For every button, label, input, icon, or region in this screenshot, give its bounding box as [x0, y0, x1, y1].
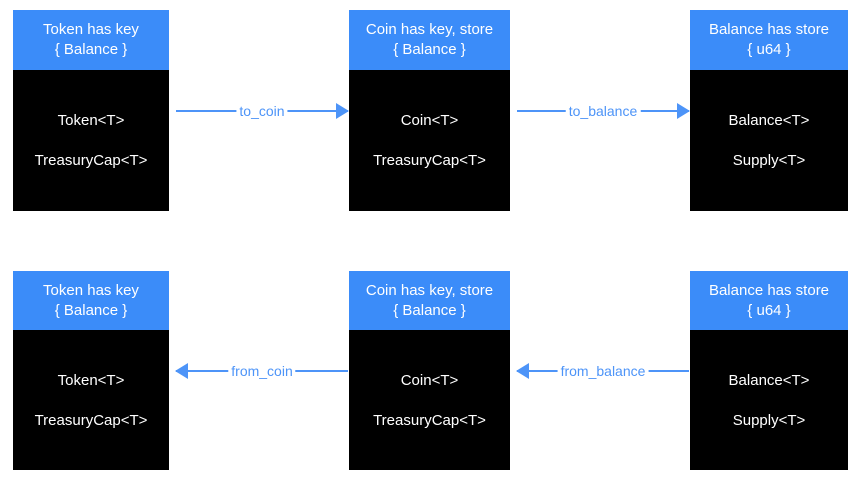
- edge-label-from-coin: from_coin: [228, 359, 296, 383]
- node-body-line-2: Supply<T>: [732, 152, 806, 169]
- node-header-coin-bottom: Coin has key, store { Balance }: [349, 271, 510, 330]
- node-header-line-2: { u64 }: [747, 41, 791, 58]
- node-header-coin-top: Coin has key, store { Balance }: [349, 10, 510, 70]
- node-body-line-2: Supply<T>: [732, 412, 806, 429]
- node-header-line-1: Token has key: [43, 21, 139, 38]
- node-header-balance-top: Balance has store { u64 }: [690, 10, 848, 70]
- node-header-line-2: { Balance }: [54, 301, 128, 319]
- node-header-line-2: { Balance }: [54, 41, 128, 58]
- node-body-balance-bottom: Balance<T> Supply<T>: [690, 330, 848, 470]
- arrow-left-icon: [175, 363, 188, 379]
- node-header-line-1: Token has key: [43, 281, 139, 299]
- node-header-line-1: Balance has store: [708, 21, 830, 38]
- node-body-line-1: Token<T>: [57, 372, 125, 389]
- node-body-token-top: Token<T> TreasuryCap<T>: [13, 70, 169, 211]
- node-header-line-1: Coin has key, store: [365, 21, 494, 38]
- node-body-line-1: Balance<T>: [728, 372, 810, 389]
- edge-label-to-coin: to_coin: [236, 99, 288, 123]
- node-header-line-2: { u64 }: [747, 301, 791, 319]
- node-header-line-1: Balance has store: [708, 281, 830, 299]
- node-balance-top[interactable]: Balance has store { u64 } Balance<T> Sup…: [690, 10, 848, 211]
- node-body-line-1: Coin<T>: [400, 112, 459, 129]
- node-token-bottom[interactable]: Token has key { Balance } Token<T> Treas…: [13, 271, 169, 470]
- node-coin-bottom[interactable]: Coin has key, store { Balance } Coin<T> …: [349, 271, 510, 470]
- edge-label-from-balance: from_balance: [557, 359, 649, 383]
- node-header-line-2: { Balance }: [393, 301, 466, 319]
- edge-to-coin: to_coin: [176, 99, 349, 123]
- node-body-line-2: TreasuryCap<T>: [34, 152, 148, 169]
- node-body-line-2: TreasuryCap<T>: [373, 412, 486, 429]
- node-body-line-1: Balance<T>: [728, 112, 810, 129]
- node-header-balance-bottom: Balance has store { u64 }: [690, 271, 848, 330]
- node-body-balance-top: Balance<T> Supply<T>: [690, 70, 848, 211]
- node-body-line-1: Coin<T>: [400, 372, 459, 389]
- node-body-token-bottom: Token<T> TreasuryCap<T>: [13, 330, 169, 470]
- node-coin-top[interactable]: Coin has key, store { Balance } Coin<T> …: [349, 10, 510, 211]
- arrow-right-icon: [336, 103, 349, 119]
- node-header-token-bottom: Token has key { Balance }: [13, 271, 169, 330]
- node-header-line-2: { Balance }: [393, 41, 466, 58]
- node-token-top[interactable]: Token has key { Balance } Token<T> Treas…: [13, 10, 169, 211]
- node-balance-bottom[interactable]: Balance has store { u64 } Balance<T> Sup…: [690, 271, 848, 470]
- node-header-line-1: Coin has key, store: [365, 281, 494, 299]
- node-body-coin-bottom: Coin<T> TreasuryCap<T>: [349, 330, 510, 470]
- node-body-line-2: TreasuryCap<T>: [34, 412, 148, 429]
- node-body-line-1: Token<T>: [57, 112, 125, 129]
- arrow-right-icon: [677, 103, 690, 119]
- edge-label-to-balance: to_balance: [565, 99, 641, 123]
- node-header-token-top: Token has key { Balance }: [13, 10, 169, 70]
- arrow-left-icon: [516, 363, 529, 379]
- node-body-coin-top: Coin<T> TreasuryCap<T>: [349, 70, 510, 211]
- edge-to-balance: to_balance: [517, 99, 690, 123]
- node-body-line-2: TreasuryCap<T>: [373, 152, 486, 169]
- edge-from-coin: from_coin: [175, 359, 348, 383]
- edge-from-balance: from_balance: [516, 359, 689, 383]
